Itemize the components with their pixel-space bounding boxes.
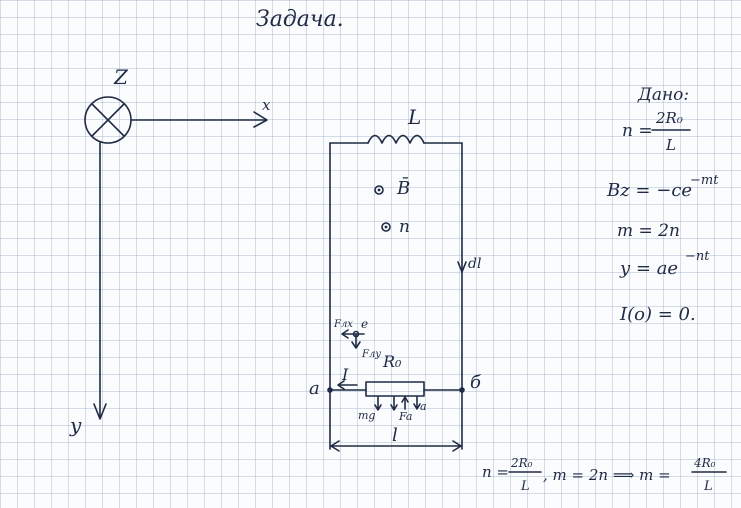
dl-direction-arrow: [457, 261, 467, 273]
y-axis-arrow: [93, 142, 107, 420]
given-bz-exponent: −mt: [690, 173, 719, 188]
page-title: Задача.: [256, 7, 344, 32]
bottom-n-denominator: L: [520, 479, 530, 494]
x-axis-arrow: [130, 111, 268, 128]
given-header: Дано:: [637, 85, 689, 105]
gravity-label: mg: [358, 409, 375, 422]
inductor-coil: [367, 134, 425, 144]
bottom-middle: , m = 2n ⟹ m =: [543, 466, 671, 484]
given-n-lhs: n =: [622, 121, 653, 141]
resistor-label: R₀: [382, 352, 402, 371]
dl-label: dl: [468, 256, 481, 272]
bottom-m-denominator: L: [703, 479, 713, 494]
resistor: [365, 381, 425, 397]
given-y-exponent: −nt: [685, 249, 710, 264]
given-n-denominator: L: [665, 136, 676, 154]
resistor-force-arrows: [374, 396, 421, 411]
length-label: l: [392, 425, 398, 446]
z-axis-into-page-icon: [84, 96, 132, 144]
given-y-eq: y = ae: [619, 258, 678, 279]
lorentz-force-arrows: [341, 329, 365, 349]
bottom-m-numerator: 4R₀: [693, 456, 716, 470]
given-n-numerator: 2R₀: [655, 109, 683, 127]
field-out-of-page-icon: [374, 185, 384, 195]
y-axis-label: y: [69, 413, 82, 437]
charge-label: e: [361, 317, 368, 331]
current-arrow: [337, 380, 358, 390]
normal-label: n: [399, 217, 410, 237]
node-b-label: б: [470, 372, 482, 393]
x-axis-label: x: [262, 96, 271, 114]
acceleration-label: a: [420, 400, 427, 413]
length-dimension: [330, 440, 462, 452]
ampere-force-label: Fa: [398, 410, 412, 423]
force-y-label: Fлу: [361, 349, 381, 360]
z-axis-label: Z: [113, 65, 129, 89]
circuit-frame: [327, 134, 465, 450]
given-m-eq: m = 2n: [617, 221, 680, 241]
given-bz: Bz = −ce: [606, 180, 692, 201]
normal-out-of-page-icon: [381, 222, 391, 232]
field-label: B̄: [396, 176, 410, 199]
force-x-label: Fлх: [333, 319, 353, 330]
given-initial-current: I(o) = 0.: [619, 304, 696, 325]
current-label: I: [341, 365, 349, 384]
bottom-n-lhs: n =: [482, 463, 509, 481]
node-a-label: a: [309, 378, 320, 399]
bottom-n-numerator: 2R₀: [510, 456, 533, 470]
inductor-label: L: [407, 105, 421, 129]
